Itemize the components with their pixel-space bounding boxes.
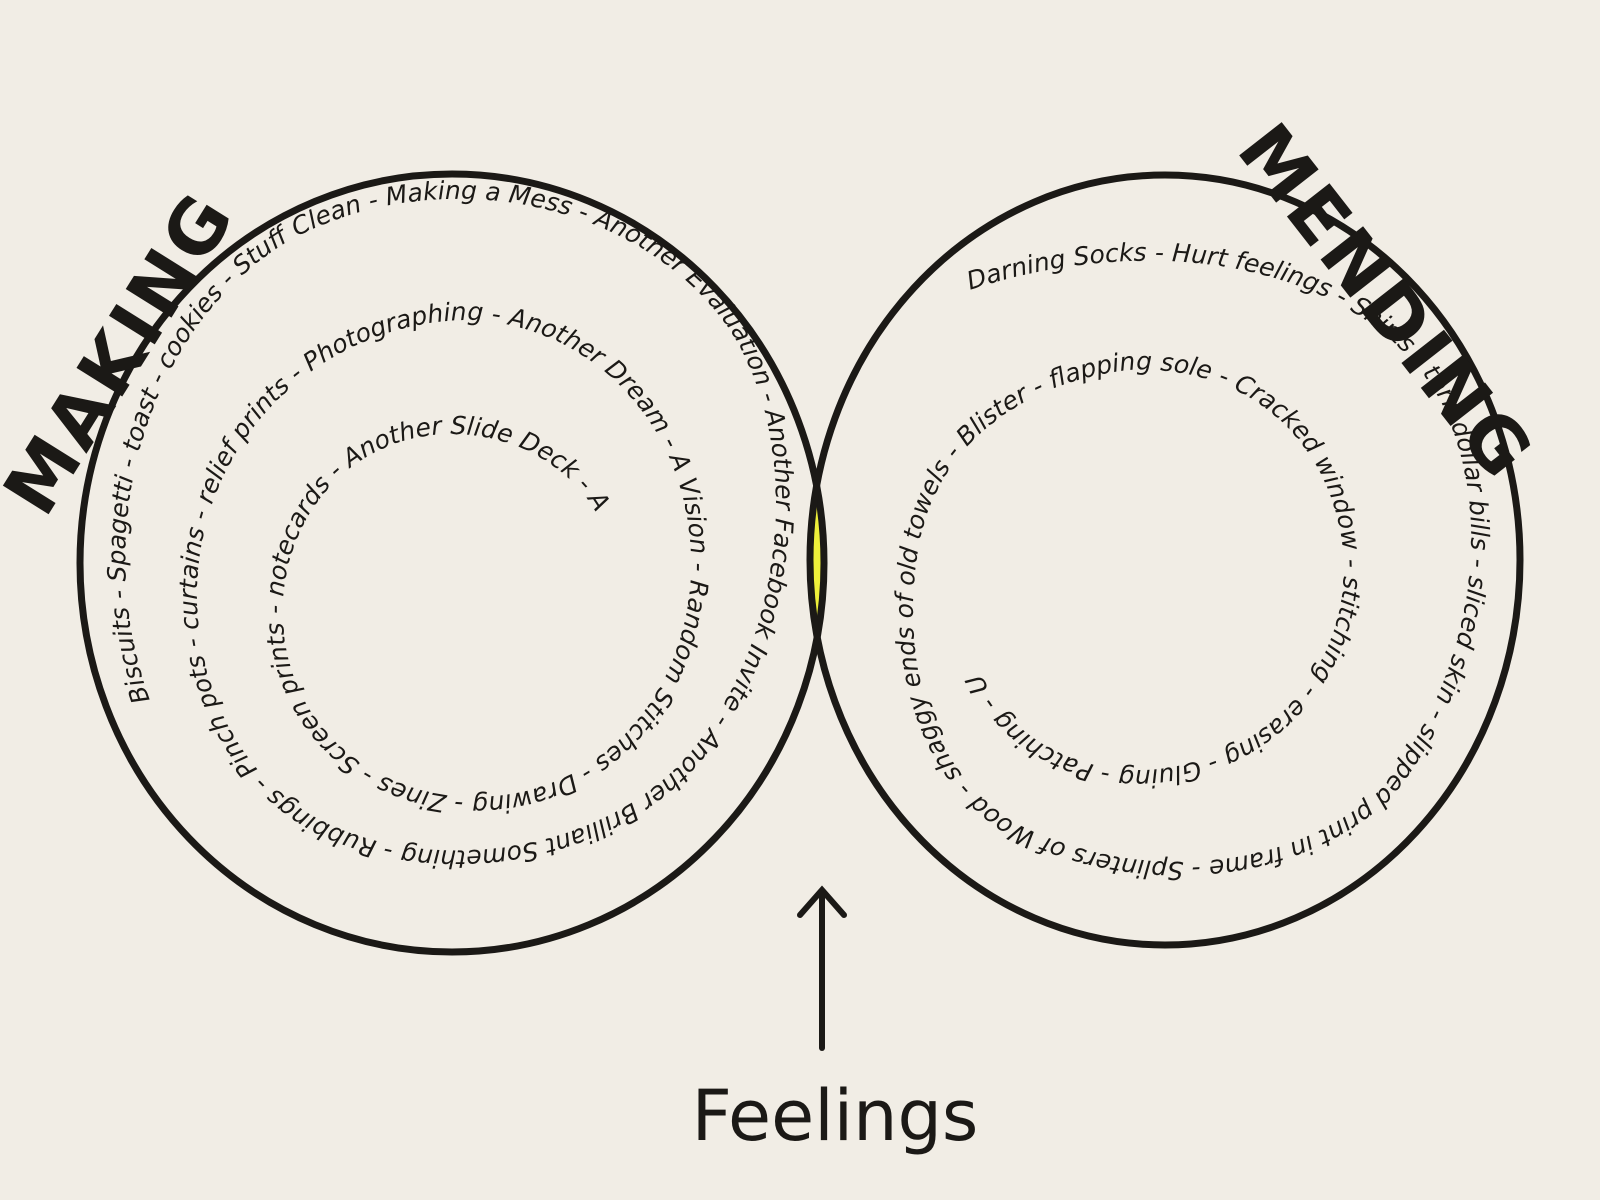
- making-circle: [76, 170, 828, 956]
- arrow-up-icon: [797, 885, 847, 1051]
- overlap-label: Feelings: [692, 1075, 979, 1157]
- mending-circle: [806, 171, 1524, 949]
- mending-label: MENDING: [1221, 108, 1551, 496]
